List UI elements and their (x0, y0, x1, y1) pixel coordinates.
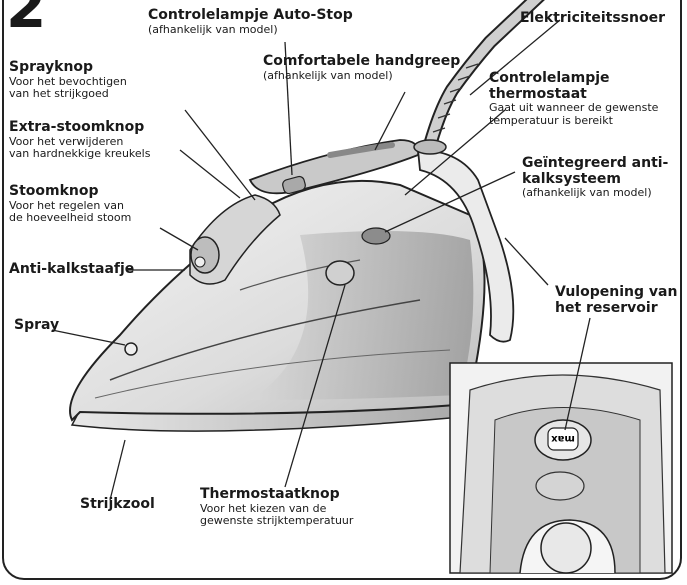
label-auto-stop: Controlelampje Auto-Stop (afhankelijk va… (148, 8, 353, 36)
leader-spray (52, 330, 125, 345)
label-spray-button: Sprayknop Voor het bevochtigen van het s… (9, 60, 127, 100)
anticalc-button-part (362, 228, 390, 244)
label-anticalc-rod: Anti-kalkstaafje (9, 262, 134, 278)
spray-nozzle-part (125, 343, 137, 355)
label-steam-knob: Stoomknop Voor het regelen van de hoevee… (9, 184, 131, 224)
label-fill-opening: Vulopening van het reservoir (555, 285, 677, 316)
label-handle: Comfortabele handgreep (afhankelijk van … (263, 54, 460, 82)
max-marking: max (551, 433, 575, 444)
label-cord: Elektriciteitssnoer (520, 11, 665, 27)
label-spray: Spray (14, 318, 59, 334)
leader-soleplate (110, 440, 125, 500)
leader-extra-steam (180, 150, 240, 198)
steam-knob-part (191, 237, 219, 273)
thermostat-knob-part (326, 261, 354, 285)
label-anticalc-system: Geïntegreerd anti- kalksysteem (afhankel… (522, 156, 668, 200)
label-extra-steam: Extra-stoomknop Voor het verwijderen van… (9, 120, 150, 160)
label-thermostat-light: Controlelampje thermostaat Gaat uit wann… (489, 71, 658, 127)
leader-steam-knob (160, 228, 198, 250)
label-soleplate: Strijkzool (80, 497, 155, 513)
label-thermostat-knob: Thermostaatknop Voor het kiezen van de g… (200, 487, 353, 527)
leader-spray-button (185, 110, 255, 200)
leader-rear (505, 238, 548, 285)
